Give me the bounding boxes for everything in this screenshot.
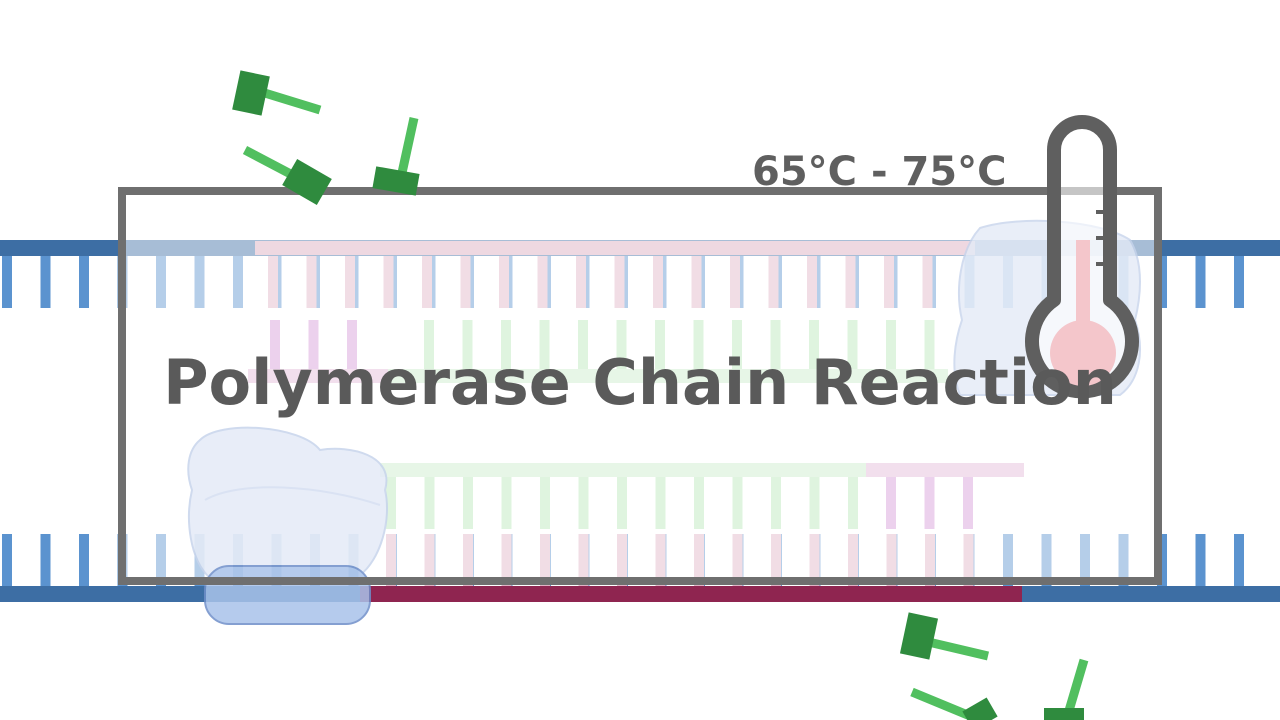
nucleotide-icon <box>372 117 420 196</box>
dna-base <box>2 534 12 586</box>
page-title: Polymerase Chain Reaction <box>163 346 1117 419</box>
nucleotide-icon <box>1044 658 1089 720</box>
dna-base <box>1195 534 1206 586</box>
dna-base <box>40 534 51 586</box>
title-frame <box>118 187 1162 585</box>
polymerase-enzyme <box>187 426 389 625</box>
bottom-new-strand <box>360 586 1022 602</box>
dna-base <box>1234 256 1244 308</box>
dna-base <box>79 534 89 586</box>
nucleotide-icon <box>242 146 332 205</box>
dna-base <box>1195 256 1206 308</box>
nucleotide-icon <box>899 612 990 661</box>
dna-base <box>79 256 89 308</box>
thermometer-icon <box>1025 115 1139 399</box>
dna-base <box>2 256 12 308</box>
dna-base <box>1234 534 1244 586</box>
nucleotide-icon <box>910 687 998 720</box>
temperature-label: 65°C - 75°C <box>752 149 1007 195</box>
nucleotide-icon <box>232 70 322 116</box>
dna-base <box>40 256 51 308</box>
